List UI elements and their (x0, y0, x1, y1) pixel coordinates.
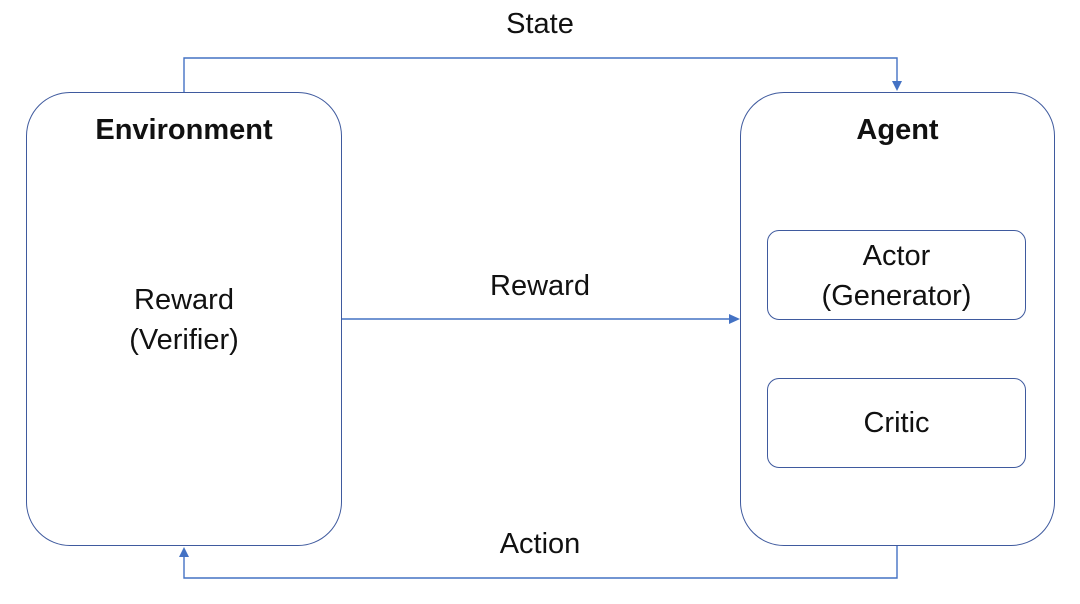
action-edge-label: Action (499, 528, 581, 560)
state-connector (183, 57, 898, 92)
actor-label: Actor (862, 240, 931, 272)
environment-reward-verifier: Reward (Verifier) (26, 280, 342, 360)
reward-edge-label: Reward (490, 270, 590, 302)
reward-component-label: Reward (134, 284, 234, 316)
actor-box (767, 230, 1026, 320)
action-arrowhead (179, 547, 189, 557)
critic-box (767, 378, 1026, 468)
environment-box (26, 92, 342, 546)
environment-title: Environment (95, 114, 273, 146)
verifier-component-label: (Verifier) (129, 324, 239, 356)
generator-label: (Generator) (821, 280, 972, 312)
actor-label-group: Actor (Generator) (767, 236, 1026, 316)
reward-arrowhead (729, 314, 740, 324)
state-edge-label: State (506, 8, 574, 40)
agent-title: Agent (856, 114, 939, 146)
action-connector (183, 546, 898, 579)
state-arrowhead (892, 81, 902, 91)
critic-label: Critic (863, 407, 930, 439)
